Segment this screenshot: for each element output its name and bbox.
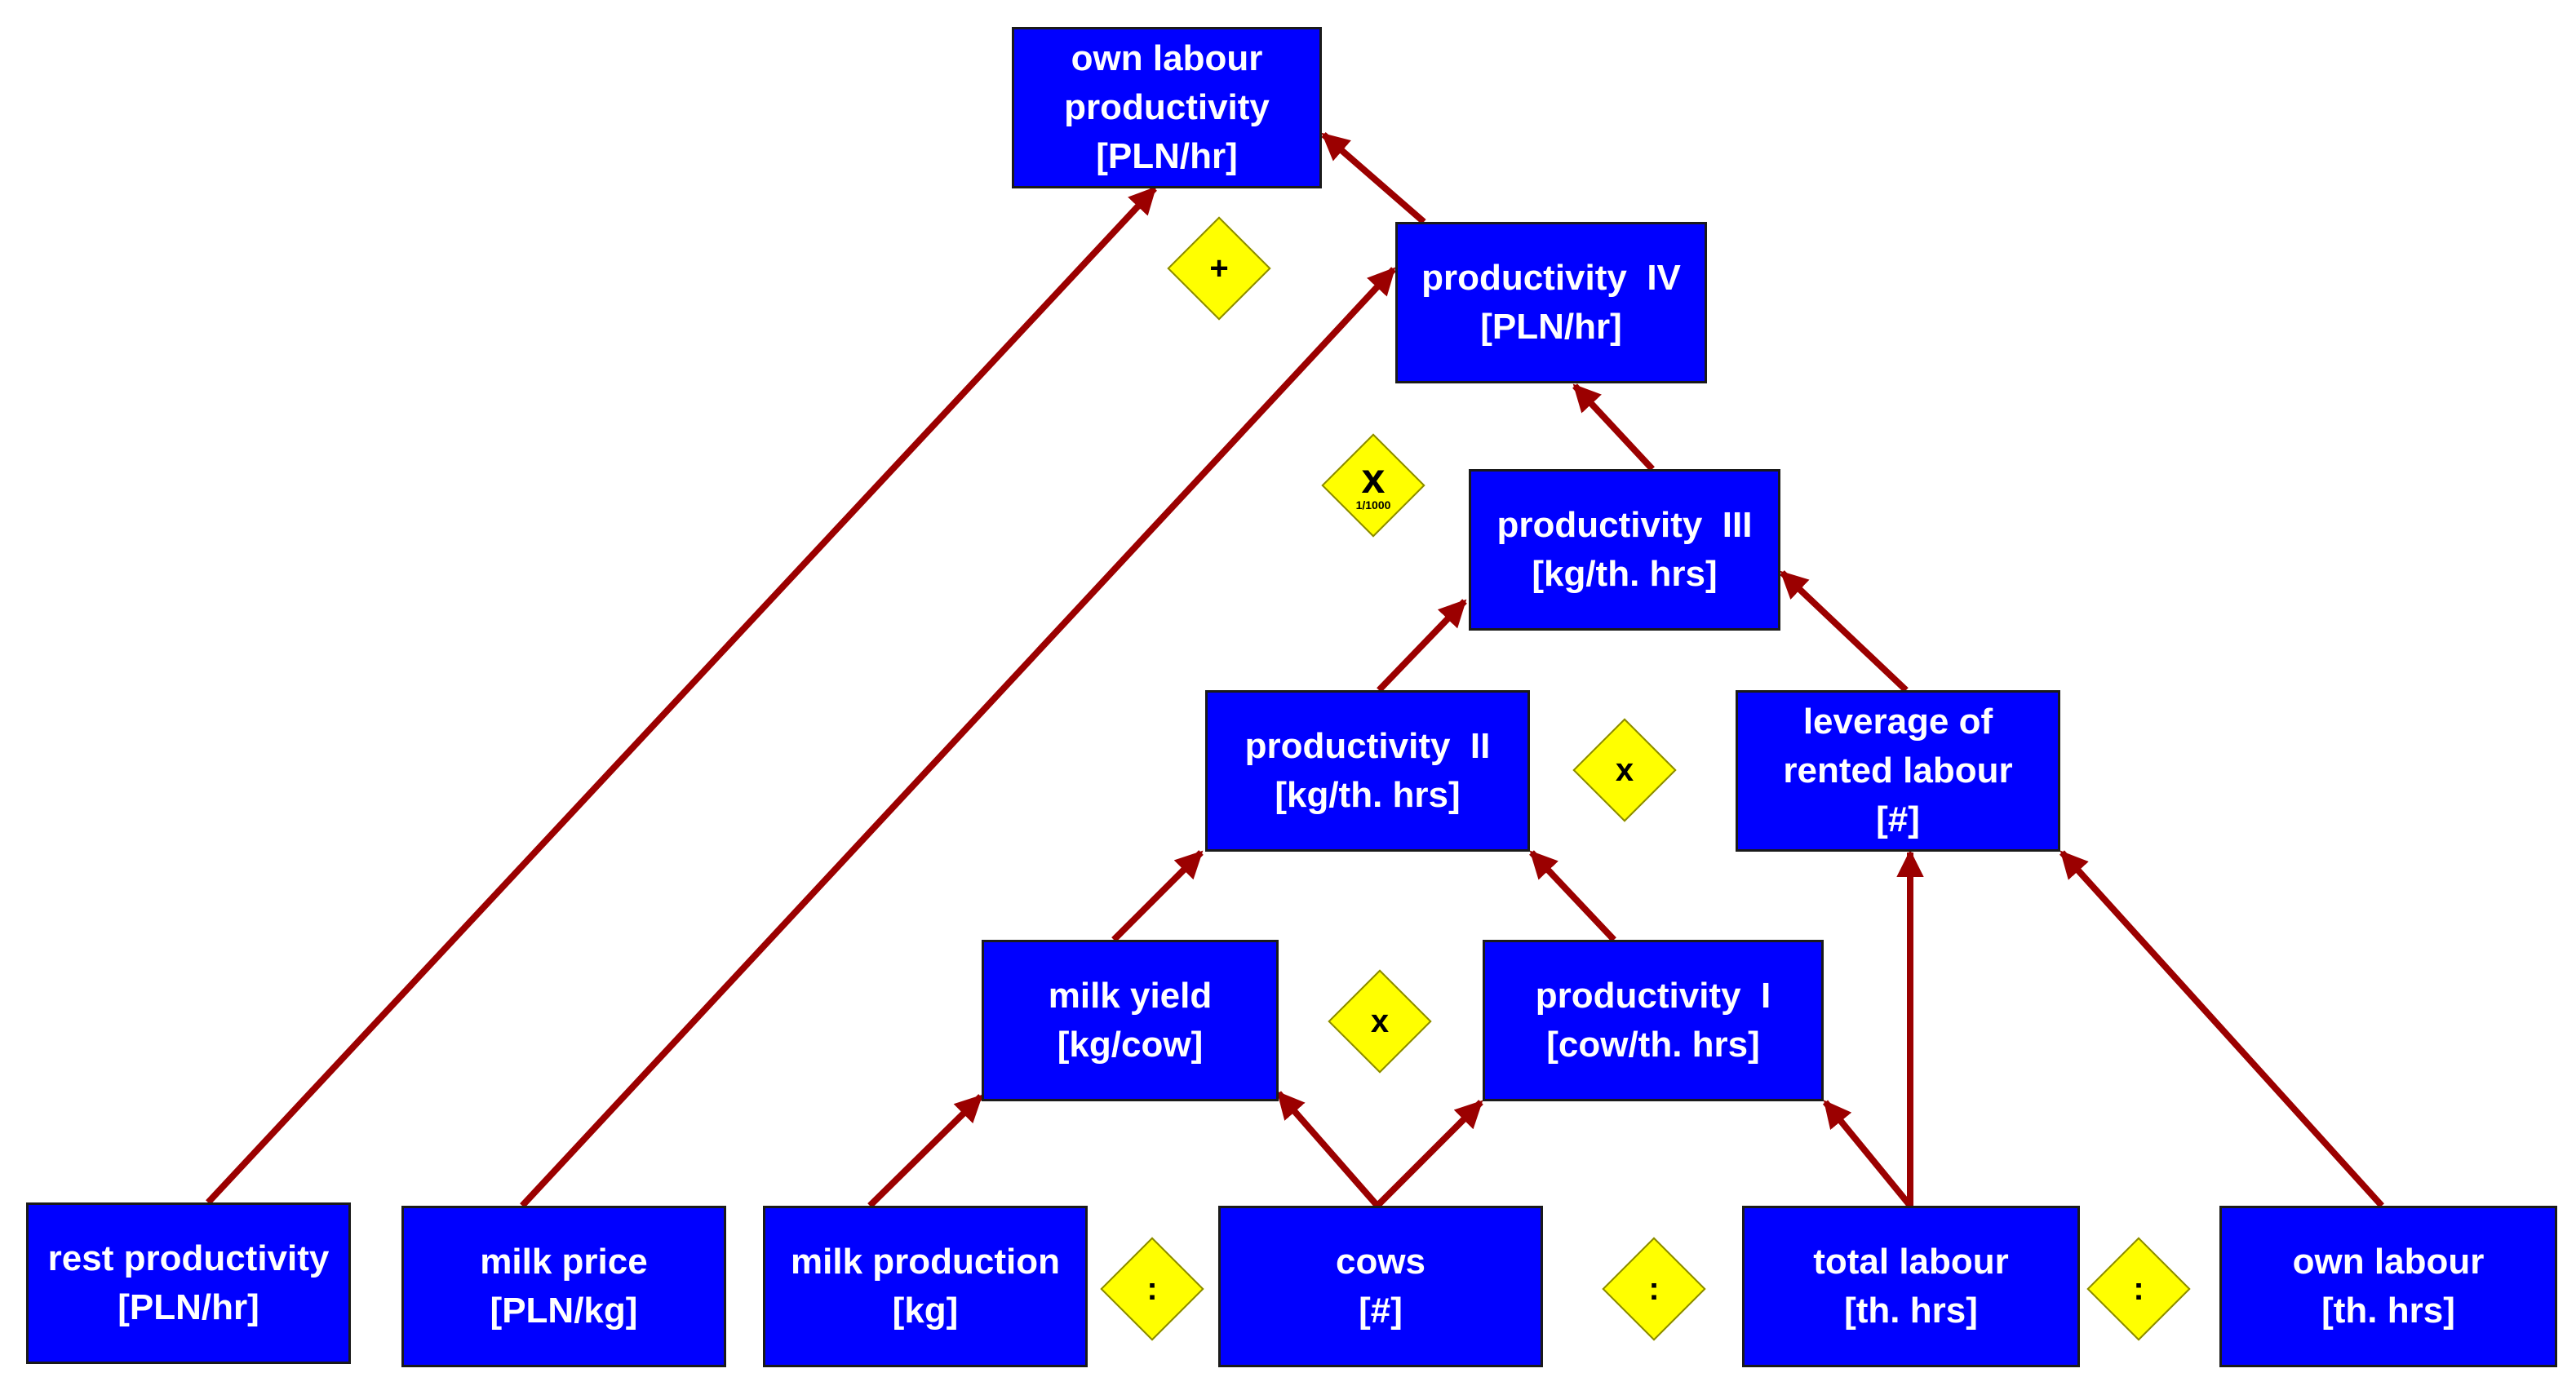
node-label-line: productivity I [1535, 976, 1771, 1016]
operator-symbol: + [1209, 250, 1229, 286]
node-leverage-of-rented-labour: leverage of rented labour [#] [1736, 690, 2060, 852]
node-label-line: productivity IV [1421, 258, 1681, 298]
node-label-line: milk price [480, 1242, 648, 1282]
operator-symbol: x [1615, 752, 1634, 788]
node-unit: [kg/cow] [1057, 1025, 1204, 1065]
node-label-line: productivity III [1496, 505, 1753, 545]
node-unit: [th. hrs] [1844, 1291, 1978, 1331]
multiply-scaled-operator-diamond: x 1/1000 [1321, 433, 1425, 538]
node-unit: [PLN/hr] [1096, 136, 1238, 176]
node-label-line: productivity [1064, 87, 1270, 127]
node-unit: [#] [1876, 799, 1920, 839]
operator-scale-note: 1/1000 [1355, 498, 1391, 512]
node-milk-price: milk price [PLN/kg] [401, 1206, 726, 1367]
arrow-productivity-i-to-ii [1529, 850, 1616, 942]
arrow-price-to-productivity-iv [520, 267, 1396, 1208]
arrow-productivity-ii-to-iii [1377, 599, 1467, 693]
node-unit: [kg/th. hrs] [1275, 775, 1461, 815]
node-unit: [kg/th. hrs] [1532, 554, 1718, 594]
node-unit: [th. hrs] [2321, 1291, 2455, 1331]
arrow-leverage-to-iii [1780, 570, 1909, 693]
node-unit: [PLN/kg] [490, 1291, 638, 1331]
arrow-own-labour-to-leverage [2059, 850, 2384, 1208]
node-own-labour: own labour [th. hrs] [2219, 1206, 2557, 1367]
node-unit: [#] [1359, 1291, 1403, 1331]
node-milk-yield: milk yield [kg/cow] [982, 940, 1279, 1101]
arrow-rest-to-own-productivity [206, 186, 1157, 1205]
node-label-line: cows [1335, 1242, 1426, 1282]
operator-symbol: x [1370, 1003, 1390, 1039]
operator-symbol: : [1648, 1271, 1660, 1307]
node-unit: [cow/th. hrs] [1546, 1025, 1760, 1065]
operator-symbol: : [2133, 1271, 2144, 1307]
node-milk-production: milk production [kg] [763, 1206, 1088, 1367]
divide-operator-diamond-labour-own: : [2086, 1237, 2191, 1341]
node-label-line: own labour [2292, 1242, 2485, 1282]
arrow-milkprod-to-yield [867, 1094, 983, 1208]
node-rest-productivity: rest productivity [PLN/hr] [26, 1202, 351, 1364]
arrow-yield-to-productivity-ii [1111, 850, 1204, 942]
multiply-operator-diamond-ii: x [1572, 718, 1677, 822]
node-label-line: milk production [791, 1242, 1060, 1282]
node-label-line: rented labour [1783, 751, 2013, 790]
node-unit: [PLN/hr] [117, 1287, 259, 1327]
node-unit: [kg] [892, 1291, 959, 1331]
node-productivity-iii: productivity III [kg/th. hrs] [1469, 469, 1780, 631]
node-label-line: total labour [1813, 1242, 2009, 1282]
arrow-cows-to-yield [1275, 1091, 1381, 1208]
node-label-line: milk yield [1048, 976, 1213, 1016]
arrow-cows-to-productivity-i [1375, 1100, 1483, 1208]
node-label-line: leverage of [1802, 702, 1993, 742]
node-productivity-ii: productivity II [kg/th. hrs] [1205, 690, 1530, 852]
divide-operator-diamond-milk-cows: : [1100, 1237, 1204, 1341]
node-own-labour-productivity: own labour productivity [PLN/hr] [1012, 27, 1322, 188]
node-label-line: own labour [1071, 38, 1263, 78]
arrow-productivity-iv-to-own-productivity [1321, 131, 1426, 225]
node-label-line: rest productivity [47, 1238, 330, 1278]
node-unit: [PLN/hr] [1480, 307, 1622, 347]
node-label-line: productivity II [1244, 726, 1491, 766]
operator-symbol: : [1146, 1271, 1158, 1307]
divide-operator-diamond-cows-labour: : [1602, 1237, 1706, 1341]
arrow-productivity-iii-to-iv [1572, 383, 1655, 472]
node-cows: cows [#] [1218, 1206, 1543, 1367]
operator-symbol: x [1361, 455, 1386, 503]
node-productivity-iv: productivity IV [PLN/hr] [1395, 222, 1707, 383]
node-productivity-i: productivity I [cow/th. hrs] [1483, 940, 1824, 1101]
plus-operator-diamond: + [1167, 216, 1271, 321]
multiply-operator-diamond-i: x [1328, 969, 1432, 1074]
arrow-total-to-productivity-i [1822, 1100, 1913, 1208]
node-total-labour: total labour [th. hrs] [1742, 1206, 2080, 1367]
